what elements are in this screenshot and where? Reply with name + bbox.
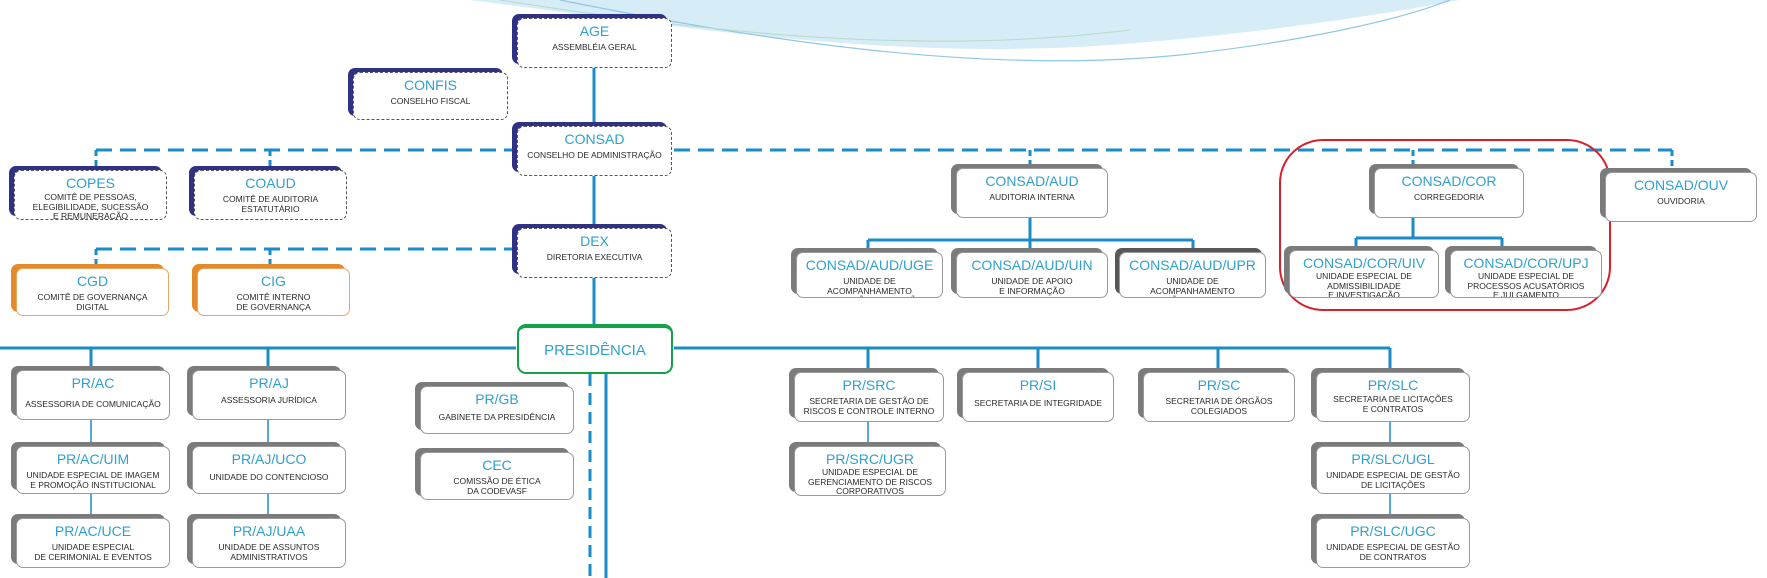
node-code: CONSAD/COR/UIV — [1302, 255, 1426, 271]
node-desc: DIRETORIA EXECUTIVA — [546, 252, 643, 262]
node-code: COAUD — [245, 175, 296, 191]
node-desc: SECRETARIA DE ÓRGÃOS COLEGIADOS — [1165, 396, 1273, 416]
node-cgd[interactable]: CGD COMITÊ DE GOVERNANÇA DIGITAL — [16, 268, 169, 316]
corregedoria-highlight — [1279, 139, 1611, 311]
node-code: PR/SRC/UGR — [826, 451, 914, 467]
node-code: PR/SC — [1197, 377, 1241, 393]
node-code: CIG — [261, 273, 286, 289]
node-desc: GABINETE DA PRESIDÊNCIA — [438, 412, 556, 422]
node-code: PR/AC/UIM — [56, 451, 130, 467]
node-code: CEC — [482, 457, 512, 473]
node-desc: UNIDADE ESPECIAL DE ADMISSIBILIDADE E IN… — [1315, 271, 1413, 298]
node-desc: UNIDADE ESPECIAL DE GESTÃO DE CONTRATOS — [1326, 542, 1460, 562]
node-cig[interactable]: CIG COMITÊ INTERNO DE GOVERNANÇA — [197, 268, 350, 316]
node-code: PR/AJ/UCO — [231, 451, 307, 467]
node-desc: CONSELHO DE ADMINISTRAÇÃO — [527, 150, 662, 160]
node-desc: SECRETARIA DE GESTÃO DE RISCOS E CONTROL… — [803, 396, 935, 416]
node-consad-aud-upr[interactable]: CONSAD/AUD/UPR UNIDADE DE ACOMPANHAMENTO… — [1119, 252, 1266, 298]
node-desc: COMITÊ DE GOVERNANÇA DIGITAL — [37, 292, 148, 312]
node-code: PR/SLC — [1367, 377, 1419, 393]
node-pr-src[interactable]: PR/SRC SECRETARIA DE GESTÃO DE RISCOS E … — [794, 372, 944, 422]
node-code: CONSAD/AUD/UGE — [805, 257, 934, 273]
node-code: PR/AJ/UAA — [232, 523, 306, 539]
node-pr-slc-ugc[interactable]: PR/SLC/UGC UNIDADE ESPECIAL DE GESTÃO DE… — [1316, 518, 1470, 568]
node-code: COPES — [65, 175, 115, 191]
node-code: PRESIDÊNCIA — [544, 342, 646, 359]
node-consad-cor-upj[interactable]: CONSAD/COR/UPJ UNIDADE ESPECIAL DE PROCE… — [1450, 250, 1602, 298]
node-desc: UNIDADE DE ASSUNTOS ADMINISTRATIVOS — [218, 542, 320, 562]
node-pr-ac-uce[interactable]: PR/AC/UCE UNIDADE ESPECIAL DE CERIMONIAL… — [16, 518, 170, 568]
node-code: PR/AC — [71, 375, 115, 391]
node-desc: UNIDADE DE APOIO E INFORMAÇÃO — [991, 276, 1073, 296]
node-desc: UNIDADE DO CONTENCIOSO — [209, 472, 329, 482]
node-code: CONSAD/COR — [1401, 173, 1497, 189]
node-code: CGD — [76, 273, 109, 289]
node-code: PR/SLC/UGL — [1351, 451, 1435, 467]
node-desc: CONSELHO FISCAL — [390, 96, 471, 106]
node-desc: UNIDADE DE ACOMPANHAMENTO E AVALIAÇÃO DA… — [817, 276, 923, 297]
node-code: CONSAD/AUD — [985, 173, 1079, 189]
node-desc: SECRETARIA DE LICITAÇÕES E CONTRATOS — [1333, 394, 1453, 414]
node-pr-aj-uaa[interactable]: PR/AJ/UAA UNIDADE DE ASSUNTOS ADMINISTRA… — [192, 518, 346, 568]
node-confis[interactable]: CONFIS CONSELHO FISCAL — [353, 72, 508, 120]
node-code: CONSAD/COR/UPJ — [1463, 255, 1589, 271]
node-code: PR/GB — [475, 391, 519, 407]
node-cec[interactable]: CEC COMISSÃO DE ÉTICA DA CODEVASF — [420, 452, 574, 500]
node-code: PR/AJ — [249, 375, 289, 391]
node-consad-aud[interactable]: CONSAD/AUD AUDITORIA INTERNA — [956, 168, 1108, 218]
node-consad[interactable]: CONSAD CONSELHO DE ADMINISTRAÇÃO — [517, 126, 672, 176]
node-desc: UNIDADE ESPECIAL DE GERENCIAMENTO DE RIS… — [807, 467, 933, 496]
node-desc: COMITÊ DE PESSOAS, ELEGIBILIDADE, SUCESS… — [32, 192, 149, 220]
node-pr-slc[interactable]: PR/SLC SECRETARIA DE LICITAÇÕES E CONTRA… — [1316, 372, 1470, 422]
node-dex[interactable]: DEX DIRETORIA EXECUTIVA — [517, 228, 672, 278]
node-copes[interactable]: COPES COMITÊ DE PESSOAS, ELEGIBILIDADE, … — [14, 170, 167, 220]
node-pr-aj-uco[interactable]: PR/AJ/UCO UNIDADE DO CONTENCIOSO — [192, 446, 346, 494]
node-code: CONSAD/AUD/UPR — [1129, 257, 1256, 273]
node-desc: COMITÊ DE AUDITORIA ESTATUTÁRIO — [222, 194, 319, 214]
background-swoosh — [470, 0, 1460, 62]
node-pr-aj[interactable]: PR/AJ ASSESSORIA JURÍDICA — [192, 370, 346, 420]
node-pr-si[interactable]: PR/SI SECRETARIA DE INTEGRIDADE — [962, 372, 1114, 422]
node-consad-ouv[interactable]: CONSAD/OUV OUVIDORIA — [1605, 172, 1757, 222]
node-code: CONSAD/OUV — [1633, 177, 1729, 193]
node-code: AGE — [579, 23, 610, 39]
node-code: DEX — [580, 233, 609, 249]
node-code: PR/SLC/UGC — [1350, 523, 1436, 539]
node-consad-aud-uge[interactable]: CONSAD/AUD/UGE UNIDADE DE ACOMPANHAMENTO… — [796, 252, 943, 298]
node-desc: COMISSÃO DE ÉTICA DA CODEVASF — [453, 476, 541, 496]
node-desc: CORREGEDORIA — [1414, 192, 1484, 202]
node-pr-gb[interactable]: PR/GB GABINETE DA PRESIDÊNCIA — [420, 386, 574, 434]
node-code: PR/AC/UCE — [54, 523, 132, 539]
node-pr-sc[interactable]: PR/SC SECRETARIA DE ÓRGÃOS COLEGIADOS — [1143, 372, 1295, 422]
node-desc: COMITÊ INTERNO DE GOVERNANÇA — [236, 292, 311, 312]
node-coaud[interactable]: COAUD COMITÊ DE AUDITORIA ESTATUTÁRIO — [194, 170, 347, 220]
node-pr-ac[interactable]: PR/AC ASSESSORIA DE COMUNICAÇÃO — [16, 370, 170, 420]
node-presidencia[interactable]: PRESIDÊNCIA — [517, 324, 673, 374]
node-consad-cor[interactable]: CONSAD/COR CORREGEDORIA — [1374, 168, 1524, 218]
node-desc: UNIDADE ESPECIAL DE IMAGEM E PROMOÇÃO IN… — [26, 470, 160, 490]
node-desc: UNIDADE DE ACOMPANHAMENTO E AVALIAÇÃO DE… — [1129, 276, 1255, 297]
node-desc: UNIDADE ESPECIAL DE CERIMONIAL E EVENTOS — [34, 542, 152, 562]
node-code: CONFIS — [404, 77, 457, 93]
node-pr-ac-uim[interactable]: PR/AC/UIM UNIDADE ESPECIAL DE IMAGEM E P… — [16, 446, 170, 494]
node-desc: ASSESSORIA JURÍDICA — [221, 395, 317, 405]
node-desc: UNIDADE ESPECIAL DE PROCESSOS ACUSATÓRIO… — [1467, 271, 1585, 298]
node-code: CONSAD/AUD/UIN — [971, 257, 1093, 273]
node-pr-slc-ugl[interactable]: PR/SLC/UGL UNIDADE ESPECIAL DE GESTÃO DE… — [1316, 446, 1470, 494]
node-code: CONSAD — [564, 131, 625, 147]
node-desc: ASSEMBLÉIA GERAL — [552, 42, 637, 52]
node-desc: AUDITORIA INTERNA — [989, 192, 1075, 202]
node-desc: OUVIDORIA — [1657, 196, 1705, 206]
node-desc: UNIDADE ESPECIAL DE GESTÃO DE LICITAÇÕES — [1326, 470, 1460, 490]
node-code: PR/SRC — [842, 377, 896, 393]
node-pr-src-ugr[interactable]: PR/SRC/UGR UNIDADE ESPECIAL DE GERENCIAM… — [794, 446, 946, 496]
node-consad-cor-uiv[interactable]: CONSAD/COR/UIV UNIDADE ESPECIAL DE ADMIS… — [1289, 250, 1439, 298]
node-age[interactable]: AGE ASSEMBLÉIA GERAL — [517, 18, 672, 68]
node-code: PR/SI — [1019, 377, 1057, 393]
node-consad-aud-uin[interactable]: CONSAD/AUD/UIN UNIDADE DE APOIO E INFORM… — [956, 252, 1108, 298]
node-desc: ASSESSORIA DE COMUNICAÇÃO — [25, 399, 161, 409]
node-desc: SECRETARIA DE INTEGRIDADE — [974, 398, 1102, 408]
